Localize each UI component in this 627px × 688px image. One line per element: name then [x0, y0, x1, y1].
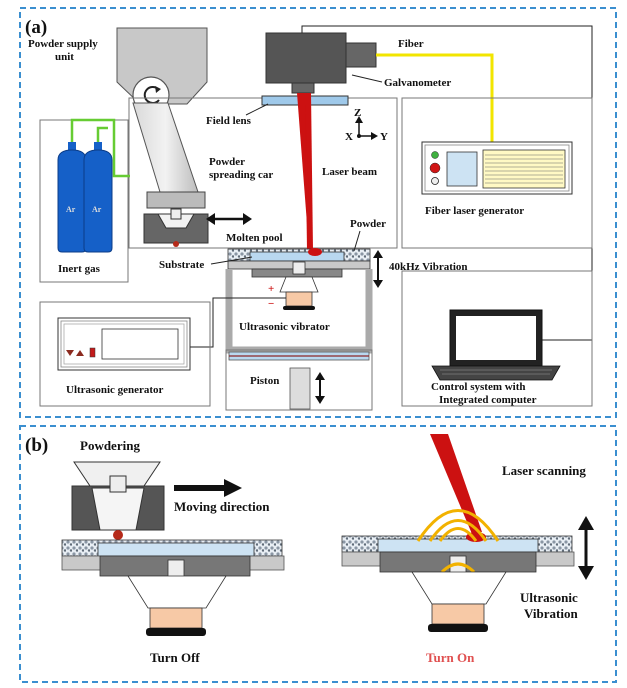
turn-off-label: Turn Off [150, 650, 200, 665]
ultrasonic-generator-label: Ultrasonic generator [66, 384, 164, 396]
laser-head [291, 82, 315, 94]
substrate-label: Substrate [159, 259, 204, 271]
fiber-laser-generator-frame [401, 97, 593, 249]
laser-beam-label: Laser beam [322, 166, 377, 178]
molten-pool-label: Molten pool [226, 232, 283, 244]
ultrasonic-screen [101, 328, 179, 360]
ultrasonic-waves [416, 509, 500, 574]
powder-arm [132, 102, 199, 193]
psu-line1: Powder supply [28, 38, 98, 50]
powder-label: Powder [350, 218, 386, 230]
psc-line1: Powder [209, 156, 245, 168]
powder-drop [173, 241, 179, 247]
vibration-label: 40kHz Vibration [389, 261, 468, 273]
galvanometer-cable [301, 25, 593, 341]
ceramic-stack [285, 291, 313, 307]
gas-pipe [70, 118, 130, 178]
psu-line2: unit [55, 51, 74, 63]
axis-x-label: X [345, 131, 353, 143]
b-right-cone [411, 571, 507, 605]
fiber-line [376, 53, 494, 147]
power-knob [431, 177, 439, 185]
bottle-2-label: Ar [92, 205, 102, 214]
piston-rod [289, 367, 311, 410]
red-button [429, 162, 441, 174]
axis-y-label: Y [380, 131, 388, 143]
turn-on-label: Turn On [426, 650, 475, 665]
panel-b: (b) Powdering Moving direction Turn Off … [19, 425, 617, 683]
plus-sign: + [268, 283, 274, 295]
axis-z-label: Z [354, 107, 361, 119]
control-system-frame [401, 270, 593, 407]
b-powder-drop [113, 530, 123, 540]
molten-pool [308, 248, 322, 256]
uv-line2: Vibration [524, 606, 578, 621]
b-left-substrate [97, 542, 255, 557]
uv-line1: Ultrasonic [520, 590, 578, 605]
panel-a-frame [19, 7, 617, 418]
ultrasonic-generator-frame [39, 301, 211, 407]
spreading-car-body [146, 191, 206, 209]
power-switch [89, 347, 96, 358]
b-right-ceramic [431, 603, 485, 625]
up-button-icon [76, 350, 84, 356]
b-left-cone [127, 575, 227, 609]
generator-screen [446, 151, 478, 187]
axis-indicator: Z X Y [345, 107, 388, 143]
cs-line1: Control system with [431, 381, 526, 393]
transducer-cone [279, 276, 319, 293]
gas-bottle-2: Ar [83, 142, 113, 253]
fiber-laser-generator-label: Fiber laser generator [425, 205, 524, 217]
panel-a-label: (a) [25, 17, 47, 38]
moving-direction-label: Moving direction [174, 499, 270, 514]
down-button-icon [66, 350, 74, 356]
powdering-label: Powdering [80, 438, 140, 453]
laser-beam [297, 93, 313, 250]
computer-keyboard [431, 365, 561, 381]
cs-line2: Integrated computer [439, 394, 537, 406]
piston-cylinder-frame [225, 349, 373, 411]
substrate [249, 251, 345, 262]
ultrasonic-vibrator-label: Ultrasonic vibrator [239, 321, 330, 333]
green-indicator [431, 151, 439, 159]
minus-sign: − [268, 298, 274, 310]
panel-b-frame [19, 425, 617, 683]
b-hopper-nut [109, 475, 127, 493]
piston-label: Piston [250, 375, 279, 387]
psc-line2: spreading car [209, 169, 273, 181]
galvanometer-label: Galvanometer [384, 77, 451, 89]
inert-gas-label: Inert gas [58, 263, 101, 275]
fiber-label: Fiber [398, 38, 424, 50]
b-laser-beam [430, 434, 482, 534]
horn-mount [292, 261, 306, 275]
galvanometer-connector [345, 42, 377, 68]
laser-scanning-label: Laser scanning [502, 463, 586, 478]
generator-vents [482, 149, 566, 189]
panel-b-label: (b) [25, 435, 48, 456]
field-lens-label: Field lens [206, 115, 252, 127]
b-right-substrate [377, 538, 539, 553]
b-left-ceramic [149, 607, 203, 629]
bottle-1-label: Ar [66, 205, 76, 214]
vibrator-cable [190, 297, 286, 348]
galvanometer-body [265, 32, 347, 84]
gas-bottle-1: Ar [57, 142, 87, 253]
